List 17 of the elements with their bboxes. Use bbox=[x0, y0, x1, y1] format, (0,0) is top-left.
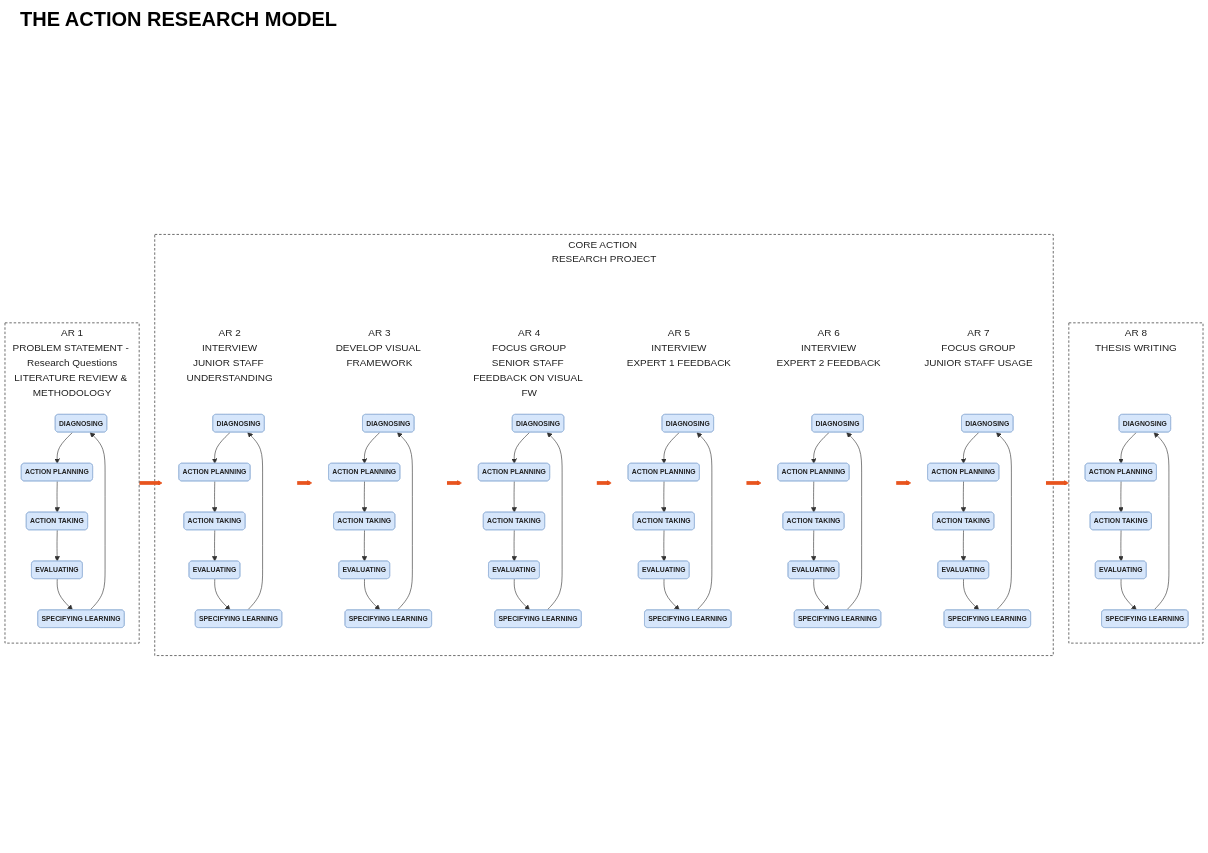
node-text: AR 4 FOCUS GROUP SENIOR STAFF FEEDBACK ON VISUAL FW bbox=[473, 327, 583, 398]
cluster bbox=[1068, 322, 1204, 644]
arrow bbox=[296, 480, 313, 486]
node-text: AR 6 INTERVIEW EXPERT 2 FEEDBACK bbox=[776, 327, 881, 368]
arrow bbox=[138, 480, 163, 486]
node-text: AR 2 INTERVIEW JUNIOR STAFF UNDERSTANDING bbox=[186, 327, 273, 383]
cluster bbox=[154, 233, 1054, 657]
node-text: AR 5 INTERVIEW EXPERT 1 FEEDBACK bbox=[626, 327, 731, 368]
arrow bbox=[595, 480, 613, 486]
diagram-title: THE ACTION RESEARCH MODEL bbox=[20, 8, 338, 31]
arrow bbox=[445, 480, 463, 486]
node-text: AR 7 FOCUS GROUP JUNIOR STAFF USAGE bbox=[924, 327, 1033, 368]
cluster bbox=[4, 322, 140, 644]
node-text: AR 3 DEVELOP VISUAL FRAMEWORK bbox=[335, 327, 421, 368]
arrow bbox=[1044, 480, 1070, 486]
arrow bbox=[895, 480, 912, 486]
arrow bbox=[745, 480, 762, 486]
